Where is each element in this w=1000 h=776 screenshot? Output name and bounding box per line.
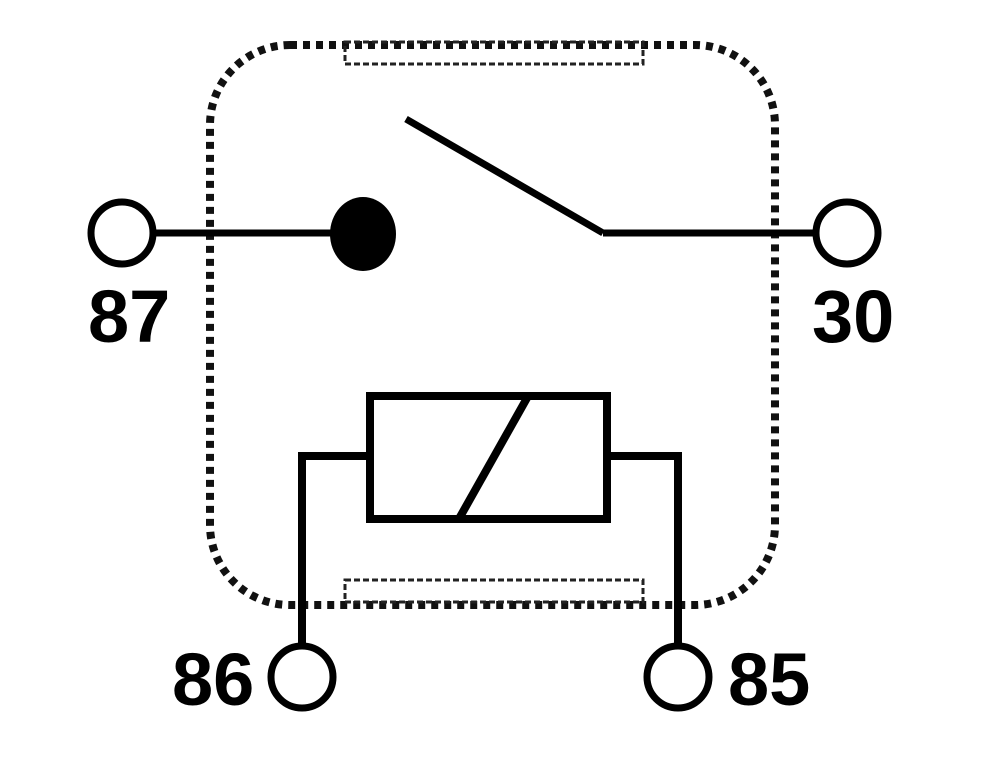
terminal-85-label: 85 [728,638,810,721]
terminal-30-label: 30 [812,275,894,358]
terminal-30-circle [812,198,882,268]
fixed-contact-dot [330,197,396,271]
relay-housing-outline [206,41,779,609]
wire-86-to-coil [298,452,370,648]
switch-arm [404,115,605,237]
terminal-86-circle [267,642,337,712]
coil-diagonal [456,396,531,519]
housing-top-slot [343,40,645,66]
coil-box [366,392,611,523]
terminal-86-label: 86 [172,638,254,721]
wire-85-to-coil [607,452,682,648]
housing-bottom-slot [343,578,645,604]
terminal-87-circle [87,198,157,268]
terminal-87-label: 87 [88,275,170,358]
terminal-85-circle [643,642,713,712]
